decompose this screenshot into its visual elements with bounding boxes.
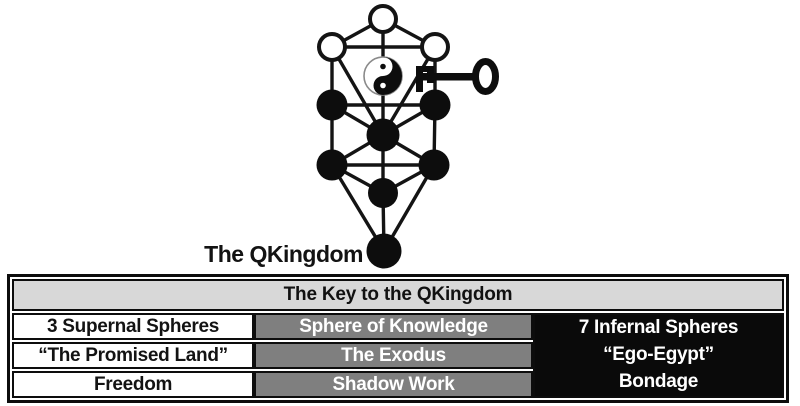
- supernal-sphere-2: [317, 32, 347, 62]
- cell-supernal-spheres: 3 Supernal Spheres: [12, 313, 255, 340]
- cell-ego-egypt: “Ego-Egypt”: [603, 344, 714, 365]
- infernal-sphere-7: [366, 233, 402, 269]
- cell-freedom: Freedom: [12, 371, 255, 398]
- infernal-sphere-1: [316, 89, 348, 121]
- infernal-sphere-4: [316, 149, 348, 181]
- infernal-column: 7 Infernal Spheres “Ego-Egypt” Bondage: [532, 313, 784, 398]
- cell-shadow-work: Shadow Work: [254, 371, 533, 398]
- kingdom-label: The QKingdom: [204, 241, 363, 267]
- tree-of-life-diagram: The QKingdom: [204, 4, 499, 269]
- infernal-sphere-3: [366, 118, 400, 152]
- table-body: 3 Supernal Spheres Sphere of Knowledge “…: [12, 313, 784, 398]
- cell-bondage: Bondage: [618, 371, 699, 392]
- infernal-sphere-6: [368, 178, 398, 208]
- key-icon: [416, 58, 499, 95]
- cell-sphere-of-knowledge: Sphere of Knowledge: [254, 313, 533, 340]
- yin-yang-icon: [363, 56, 403, 96]
- table-title: The Key to the QKingdom: [12, 279, 784, 311]
- cell-promised-land: “The Promised Land”: [12, 342, 255, 369]
- cell-exodus: The Exodus: [254, 342, 533, 369]
- infernal-sphere-5: [418, 149, 450, 181]
- infernal-sphere-2: [419, 89, 451, 121]
- supernal-sphere-1: [368, 4, 398, 34]
- supernal-sphere-3: [420, 32, 450, 62]
- cell-infernal-spheres: 7 Infernal Spheres: [578, 317, 739, 338]
- key-table: The Key to the QKingdom 3 Supernal Spher…: [7, 274, 789, 403]
